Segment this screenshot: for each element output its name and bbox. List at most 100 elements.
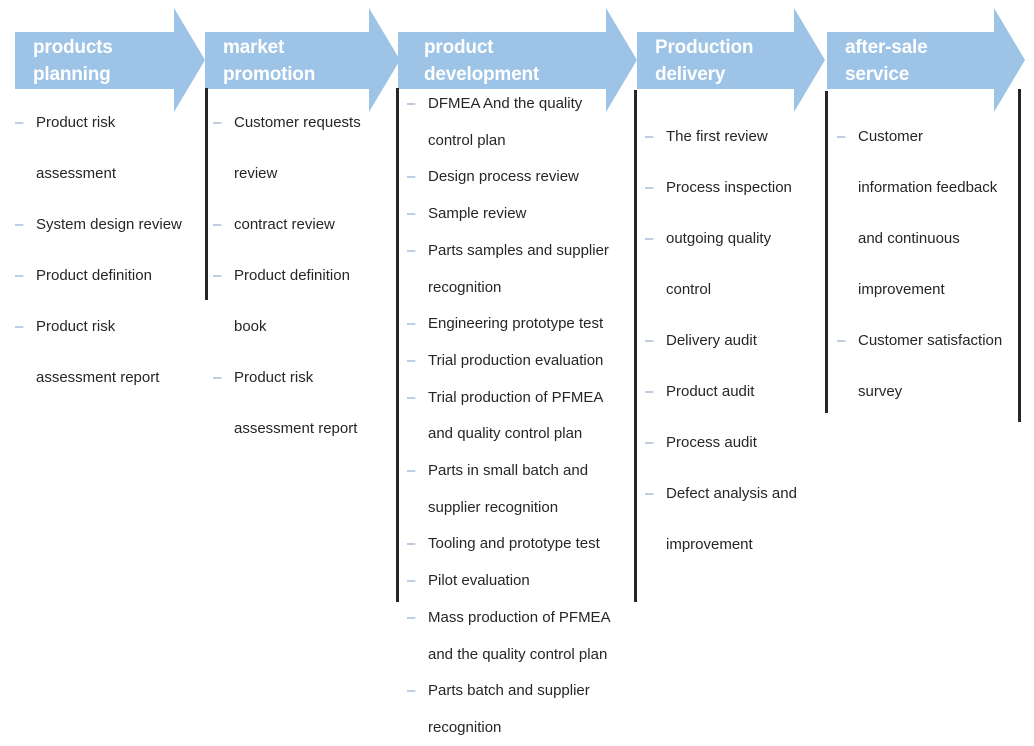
dash-bullet-icon: – [213, 369, 222, 386]
stage-title: market promotion [223, 36, 316, 85]
dash-bullet-icon: – [407, 351, 416, 369]
list-item: – Product risk assessment [15, 97, 205, 199]
dash-bullet-icon: – [213, 114, 222, 131]
stage-separator [396, 88, 399, 602]
list-item: – Product definition book [213, 250, 395, 352]
dash-bullet-icon: – [407, 168, 416, 186]
list-item-text: Defect analysis and improvement [666, 485, 797, 553]
list-item-text: Parts samples and supplier recognition [428, 241, 609, 296]
list-item-text: Parts batch and supplier recognition [428, 682, 590, 736]
dash-bullet-icon: – [645, 128, 654, 145]
stage-arrow-production-delivery: Production delivery [637, 8, 825, 112]
dash-bullet-icon: – [407, 205, 416, 223]
list-item: – Product risk assessment report [15, 301, 205, 403]
list-item: – Defect analysis and improvement [645, 468, 820, 570]
list-item: – Delivery audit [645, 315, 820, 366]
stage-arrow-after-sale-service: after-sale service [827, 8, 1025, 112]
list-item: – Sample review [407, 196, 633, 233]
list-item: – Product risk assessment report [213, 352, 395, 454]
stage-list-after-sale-service: – Customer information feedback and cont… [837, 111, 1015, 417]
list-item-text: Delivery audit [666, 332, 757, 349]
stage-list-market-promotion: – Customer requests review – contract re… [213, 97, 395, 454]
dash-bullet-icon: – [645, 179, 654, 196]
list-item-text: Product definition [36, 267, 152, 284]
dash-bullet-icon: – [645, 230, 654, 247]
list-item: – Customer requests review [213, 97, 395, 199]
dash-bullet-icon: – [645, 332, 654, 349]
list-item: – DFMEA And the quality control plan [407, 86, 633, 159]
list-item-text: Product risk assessment report [36, 318, 160, 386]
dash-bullet-icon: – [407, 535, 416, 553]
list-item-text: Customer information feedback and contin… [858, 128, 998, 298]
list-item-text: Product risk assessment report [234, 369, 358, 437]
list-item: – The first review [645, 111, 820, 162]
list-item: – Parts in small batch and supplier reco… [407, 453, 633, 526]
dash-bullet-icon: – [407, 682, 416, 700]
list-item-text: Process audit [666, 434, 757, 451]
list-item: – Customer satisfaction survey [837, 315, 1015, 417]
dash-bullet-icon: – [407, 462, 416, 480]
list-item: – Parts samples and supplier recognition [407, 233, 633, 306]
list-item: – Pilot evaluation [407, 563, 633, 600]
dash-bullet-icon: – [645, 383, 654, 400]
dash-bullet-icon: – [407, 95, 416, 112]
stage-title: after-sale service [845, 36, 928, 85]
list-item-text: Trial production of PFMEA and quality co… [428, 388, 604, 443]
list-item: – Customer information feedback and cont… [837, 111, 1015, 315]
stage-separator [205, 88, 208, 300]
list-item: – Process audit [645, 417, 820, 468]
dash-bullet-icon: – [837, 128, 846, 145]
dash-bullet-icon: – [213, 216, 222, 233]
stage-separator [634, 90, 637, 602]
dash-bullet-icon: – [407, 572, 416, 590]
list-item: – Trial production evaluation [407, 343, 633, 380]
dash-bullet-icon: – [645, 434, 654, 451]
list-item: – Engineering prototype test [407, 306, 633, 343]
list-item-text: Pilot evaluation [428, 572, 530, 590]
list-item-text: Trial production evaluation [428, 351, 604, 369]
list-item-text: Sample review [428, 205, 527, 223]
stage-separator [1018, 89, 1021, 422]
list-item-text: Product audit [666, 383, 755, 400]
dash-bullet-icon: – [15, 318, 24, 335]
list-item: – Tooling and prototype test [407, 526, 633, 563]
list-item-text: Process inspection [666, 179, 792, 196]
list-item: – Mass production of PFMEA and the quali… [407, 600, 633, 673]
stage-separator [825, 91, 828, 413]
dash-bullet-icon: – [407, 388, 416, 406]
dash-bullet-icon: – [15, 267, 24, 284]
list-item-text: The first review [666, 128, 768, 145]
dash-bullet-icon: – [213, 267, 222, 284]
stage-title: products planning [33, 36, 113, 85]
list-item-text: Customer satisfaction survey [858, 332, 1003, 400]
list-item-text: Tooling and prototype test [428, 535, 600, 553]
list-item: – Design process review [407, 159, 633, 196]
list-item-text: outgoing quality control [666, 230, 772, 298]
stage-title: Production delivery [655, 36, 754, 85]
list-item-text: contract review [234, 216, 335, 233]
list-item-text: Design process review [428, 168, 579, 186]
list-item: – Product definition [15, 250, 205, 301]
list-item: – System design review [15, 199, 205, 250]
dash-bullet-icon: – [407, 315, 416, 333]
list-item: – contract review [213, 199, 395, 250]
stage-list-product-development: – DFMEA And the quality control plan – D… [407, 86, 633, 746]
dash-bullet-icon: – [15, 216, 24, 233]
dash-bullet-icon: – [645, 485, 654, 502]
list-item: – Trial production of PFMEA and quality … [407, 380, 633, 453]
list-item-text: Customer requests review [234, 114, 361, 182]
list-item-text: DFMEA And the quality control plan [428, 95, 583, 149]
list-item-text: Engineering prototype test [428, 315, 604, 333]
stage-list-production-delivery: – The first review – Process inspection … [645, 111, 820, 570]
list-item: – Product audit [645, 366, 820, 417]
dash-bullet-icon: – [837, 332, 846, 349]
stage-list-products-planning: – Product risk assessment – System desig… [15, 97, 205, 403]
list-item: – outgoing quality control [645, 213, 820, 315]
stage-title: product development [424, 36, 539, 85]
dash-bullet-icon: – [407, 608, 416, 626]
list-item-text: Product definition book [234, 267, 350, 335]
dash-bullet-icon: – [407, 241, 416, 259]
list-item-text: Product risk assessment [36, 114, 117, 182]
list-item: – Process inspection [645, 162, 820, 213]
